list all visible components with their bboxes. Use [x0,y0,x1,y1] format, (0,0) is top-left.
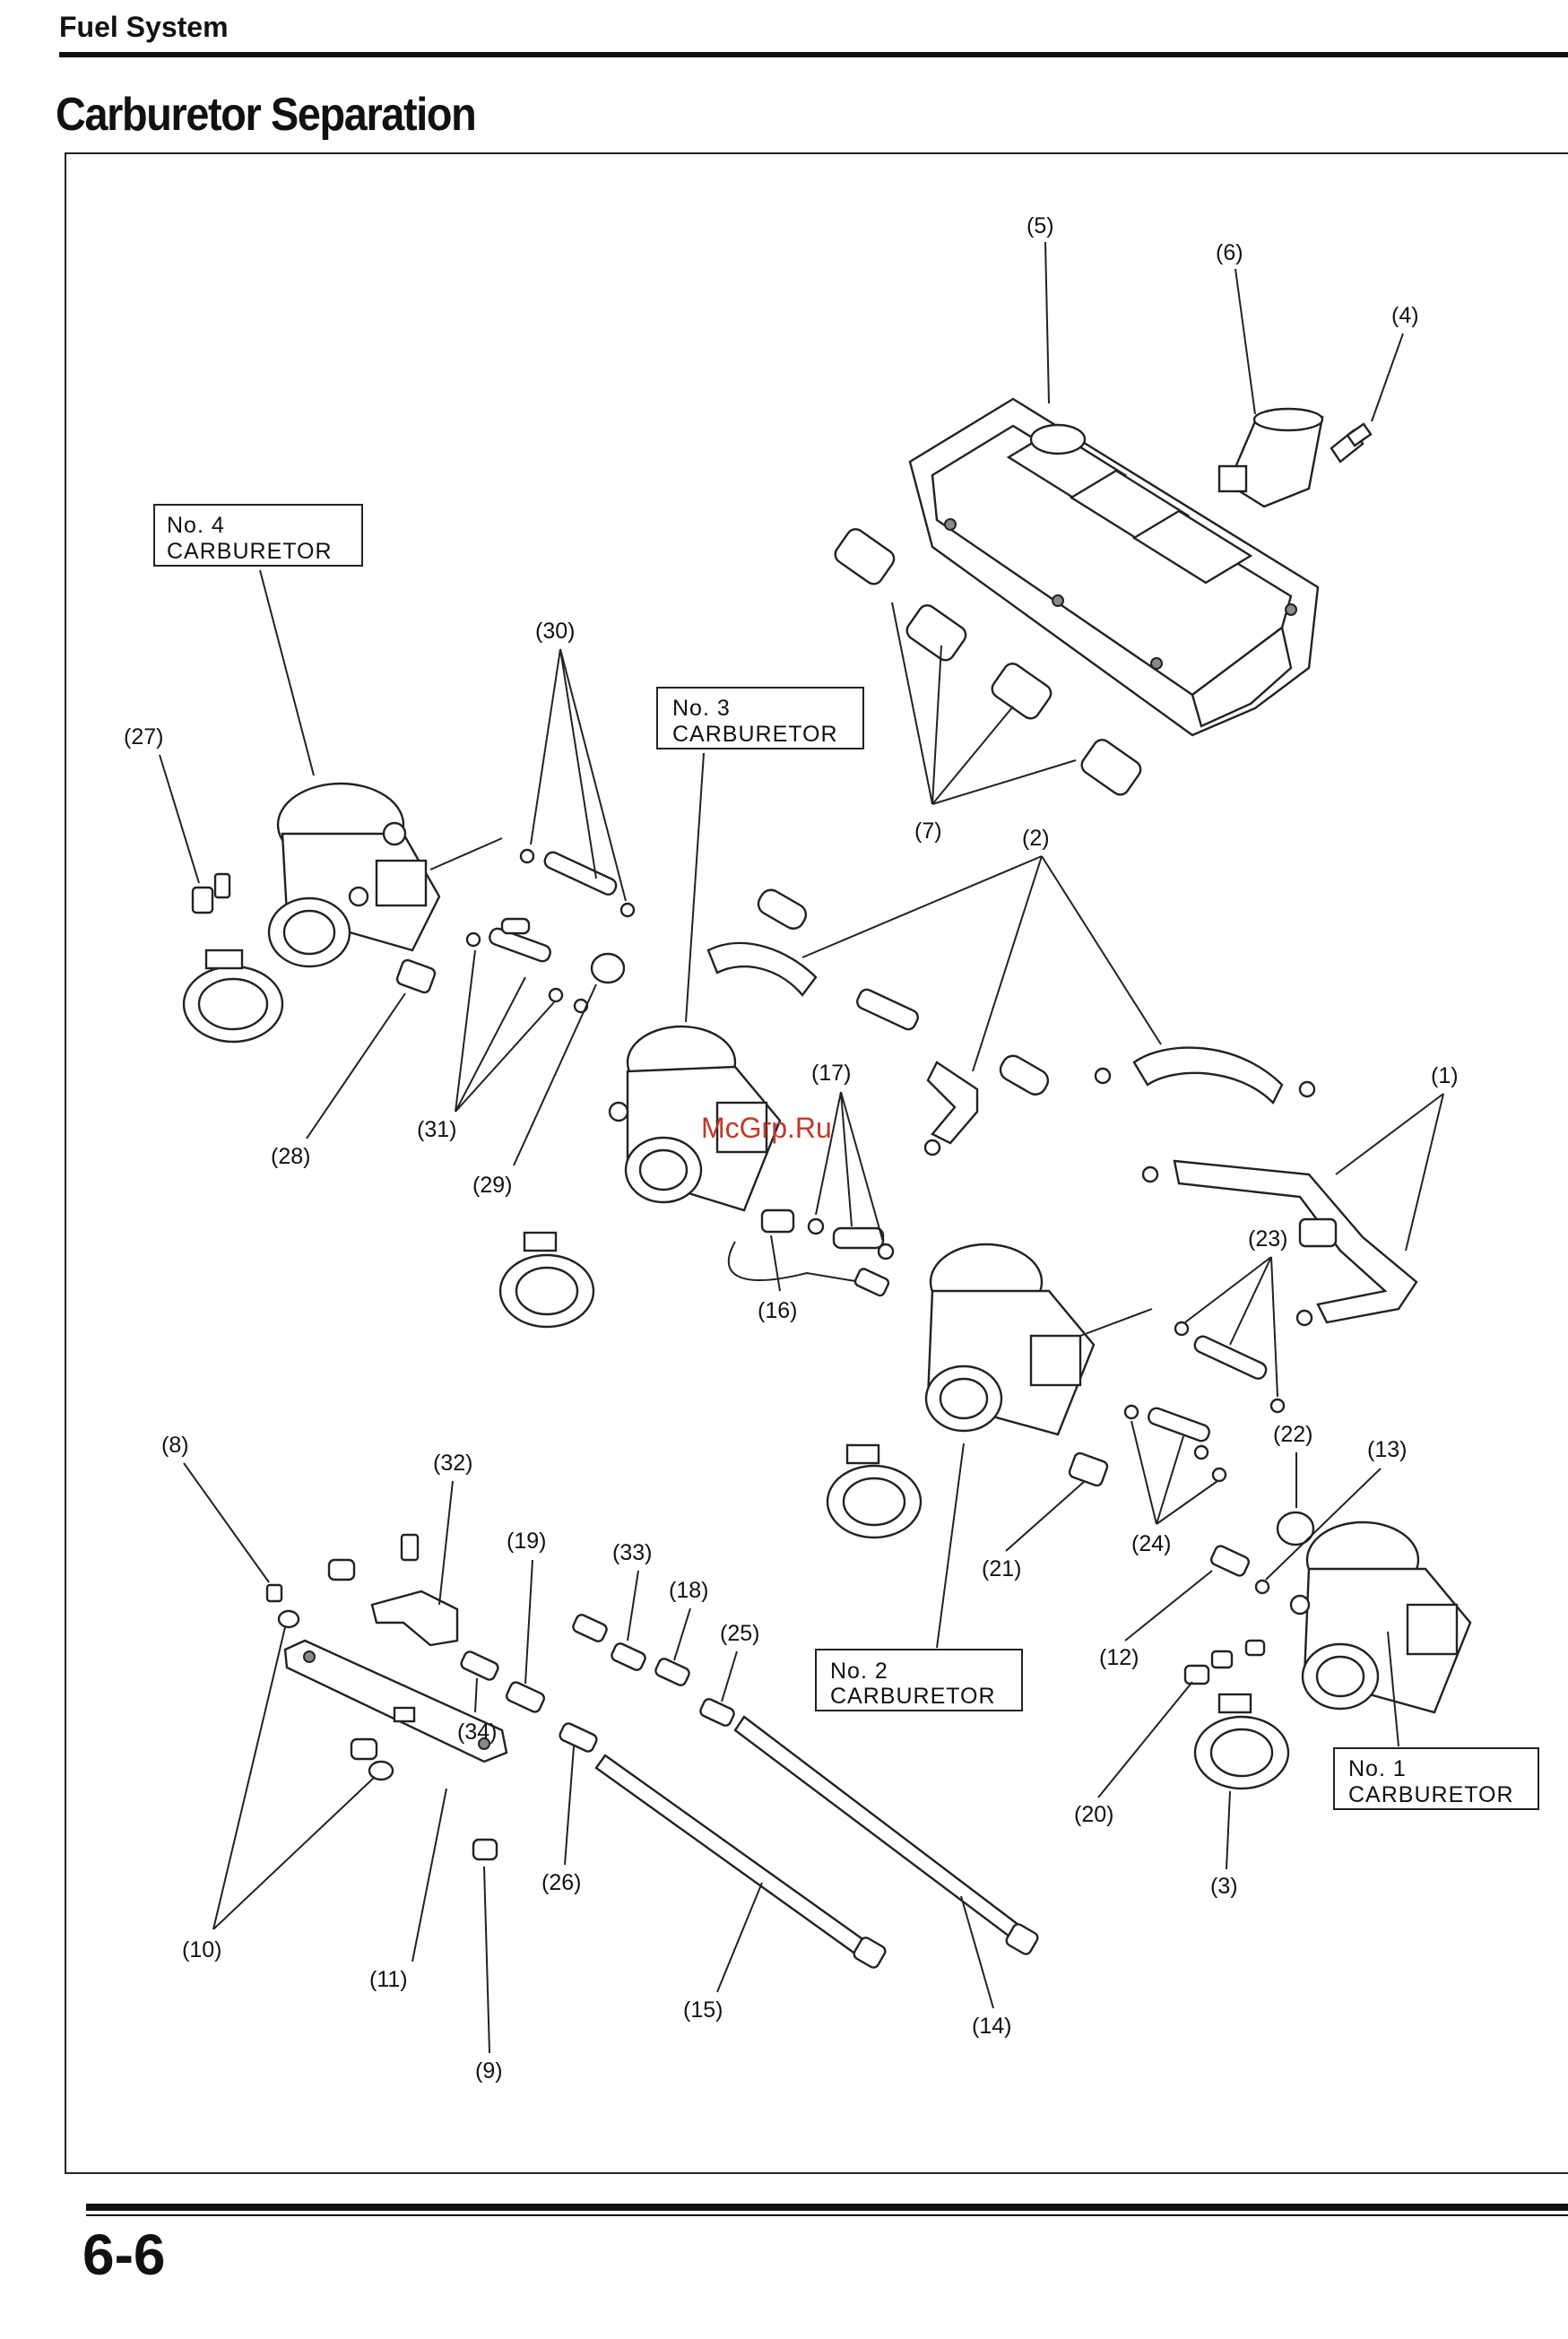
callout-28: (28) [271,1144,310,1169]
callout-1: (1) [1431,1063,1459,1088]
callout-18: (18) [669,1578,708,1603]
footer-rule [86,2204,1568,2211]
label-no4-line2: CARBURETOR [167,539,333,564]
callout-25: (25) [720,1621,759,1646]
callout-2: (2) [1022,826,1050,851]
label-no1-line2: CARBURETOR [1348,1782,1514,1807]
footer-rule-thin [86,2214,1568,2216]
label-no2-line2: CARBURETOR [830,1684,996,1709]
callout-34: (34) [457,1720,497,1745]
fittings-30 [521,850,634,916]
callout-5: (5) [1027,213,1054,238]
callout-7: (7) [914,819,942,844]
callout-15: (15) [683,1997,723,2023]
callout-6: (6) [1216,240,1243,265]
screw-8 [267,1585,282,1601]
callout-30: (30) [535,619,575,644]
shafts-14-15 [596,1717,1039,1970]
callout-22: (22) [1273,1422,1312,1447]
carburetor-no1 [1291,1522,1470,1712]
no1-inlet-joint [1195,1694,1288,1789]
screw-20 [1185,1641,1264,1684]
callout-33: (33) [612,1540,652,1565]
spring-28 [395,958,436,993]
fittings-31 [467,919,587,1012]
spring-21 [1068,1451,1108,1486]
label-box-no4: No. 4 CARBURETOR [154,505,362,775]
carburetor-no2 [926,1244,1152,1434]
fittings-23 [1175,1322,1284,1412]
callout-23: (23) [1248,1226,1287,1252]
label-box-no3: No. 3 CARBURETOR [657,688,863,1022]
callout-13: (13) [1367,1437,1407,1462]
label-no2-line1: No. 2 [830,1659,888,1684]
label-no3-line2: CARBURETOR [672,722,838,747]
callout-24: (24) [1131,1531,1171,1556]
callout-27: (27) [124,724,163,749]
nut-9 [473,1840,497,1859]
callout-31: (31) [417,1117,456,1142]
label-no3-line1: No. 3 [672,696,731,721]
spring-12 [1209,1545,1269,1593]
page-number: 6-6 [82,2222,166,2288]
callout-8: (8) [161,1433,189,1458]
watermark: McGrp.Ru [701,1112,832,1145]
no4-inlet-joint [184,950,282,1042]
callout-4: (4) [1391,303,1419,328]
callout-17: (17) [811,1061,851,1086]
collar-29 [592,954,624,983]
fittings-24 [1125,1406,1226,1481]
callout-20: (20) [1074,1802,1113,1827]
air-funnel [1219,409,1322,507]
bolt-4 [1331,424,1371,462]
no3-inlet-joint [500,1233,593,1327]
callout-32: (32) [433,1451,472,1476]
callout-12: (12) [1099,1645,1139,1670]
no2-inlet-joint [827,1445,921,1538]
label-no1-line1: No. 1 [1348,1756,1407,1781]
callout-10: (10) [182,1937,221,1962]
callout-16: (16) [758,1298,797,1323]
callout-14: (14) [972,2014,1011,2039]
callout-29: (29) [472,1173,512,1198]
callout-11: (11) [369,1967,408,1992]
label-no4-line1: No. 4 [167,513,225,538]
callout-19: (19) [507,1529,546,1554]
callout-21: (21) [982,1556,1021,1581]
callout-3: (3) [1210,1874,1238,1899]
callout-26: (26) [541,1870,581,1895]
callout-9: (9) [475,2058,503,2083]
